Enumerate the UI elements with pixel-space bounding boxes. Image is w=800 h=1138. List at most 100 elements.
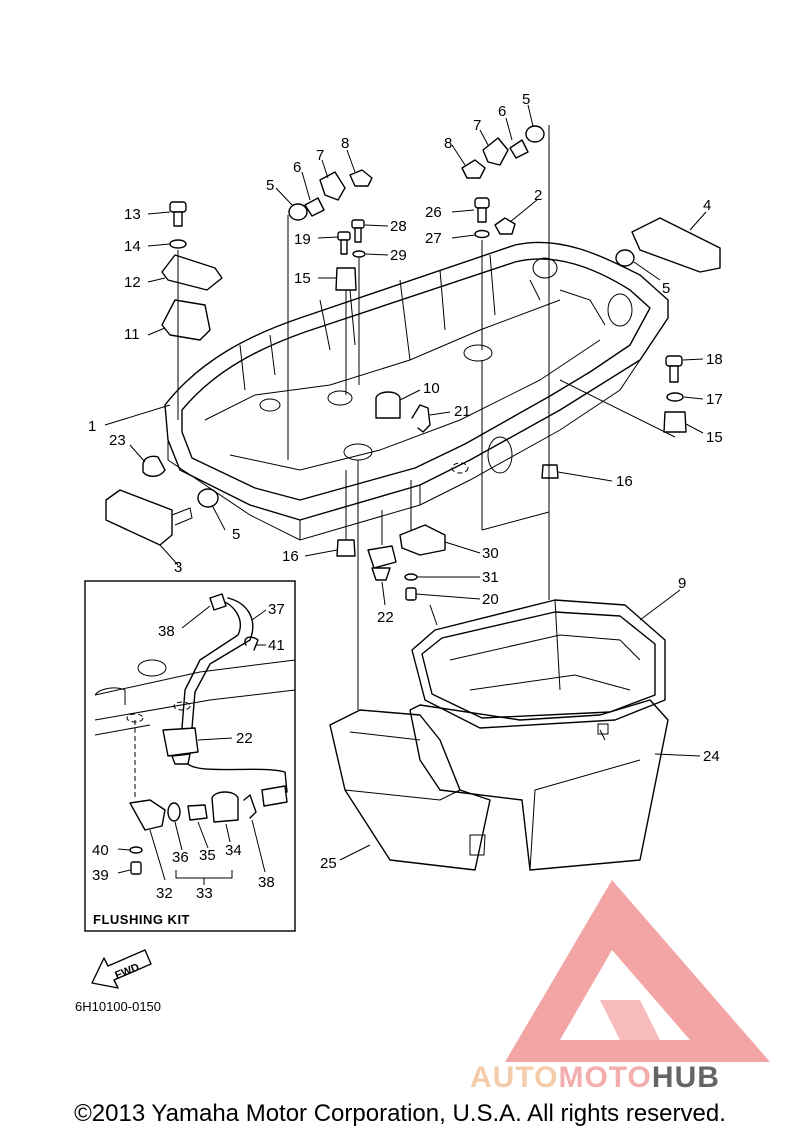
part-bracket-7a xyxy=(319,171,346,201)
part-washer-31 xyxy=(404,573,418,581)
callout-33: 33 xyxy=(196,885,213,902)
callout-17: 17 xyxy=(706,391,723,408)
part-bolt-8b xyxy=(461,159,486,179)
copyright-notice: ©2013 Yamaha Motor Corporation, U.S.A. A… xyxy=(74,1100,726,1127)
callout-6-right: 6 xyxy=(498,103,506,120)
part-grommet-22b xyxy=(162,727,199,757)
callout-8-right: 8 xyxy=(444,135,452,152)
watermark-moto: MOTO xyxy=(558,1061,651,1094)
callout-10: 10 xyxy=(423,380,440,397)
part-bracket-30 xyxy=(399,524,446,556)
callout-16-left: 16 xyxy=(282,548,299,565)
callout-7-right: 7 xyxy=(473,117,481,134)
part-washer-17 xyxy=(666,392,684,402)
callout-39: 39 xyxy=(92,867,109,884)
inset-title: FLUSHING KIT xyxy=(93,912,190,927)
part-grommet-5d xyxy=(615,249,635,267)
part-bolt-13 xyxy=(169,201,187,227)
callout-12: 12 xyxy=(124,274,141,291)
callout-1: 1 xyxy=(88,418,96,435)
callout-labels: 1 2 3 4 5 5 5 5 6 6 7 7 8 8 9 10 11 12 1… xyxy=(88,91,723,902)
callout-21: 21 xyxy=(454,403,471,420)
part-plug-23 xyxy=(142,455,166,477)
callout-5-right-top: 5 xyxy=(522,91,530,108)
part-washer-14 xyxy=(169,239,187,249)
flushing-kit-inset xyxy=(84,580,296,932)
part-lever-4 xyxy=(631,217,721,273)
part-grommet-5b xyxy=(288,203,308,221)
callout-34: 34 xyxy=(225,842,242,859)
callout-11: 11 xyxy=(124,326,140,343)
callout-15-right: 15 xyxy=(706,429,723,446)
part-bolt-18 xyxy=(665,355,683,367)
callout-8-left: 8 xyxy=(341,135,349,152)
part-bolt-26 xyxy=(474,197,490,209)
callout-2: 2 xyxy=(534,187,542,204)
part-pin-16b xyxy=(336,539,356,557)
part-bolt-28 xyxy=(351,219,365,229)
part-bolt-8a xyxy=(349,169,373,187)
callout-40: 40 xyxy=(92,842,109,859)
callout-23: 23 xyxy=(109,432,126,449)
part-cover-25 xyxy=(329,709,491,871)
callout-13: 13 xyxy=(124,206,141,223)
callout-14: 14 xyxy=(124,238,141,255)
watermark-hub: HUB xyxy=(652,1061,720,1094)
callout-28: 28 xyxy=(390,218,407,235)
callout-7-left: 7 xyxy=(316,147,324,164)
part-lever-3 xyxy=(105,489,173,546)
part-grommet-10 xyxy=(375,391,401,419)
callout-5-left-top: 5 xyxy=(266,177,274,194)
watermark-logo: AUTOMOTOHUB xyxy=(470,880,770,1094)
part-cover-24 xyxy=(409,699,669,871)
part-clip-6b xyxy=(509,139,529,159)
callout-35: 35 xyxy=(199,847,216,864)
watermark-triangle xyxy=(505,880,770,1062)
part-screw-20 xyxy=(405,587,417,601)
leader-lines xyxy=(104,104,707,861)
callout-38-bottom: 38 xyxy=(258,874,275,891)
svg-text:AUTOMOTOHUB: AUTOMOTOHUB xyxy=(470,1061,720,1094)
part-grommet-5c xyxy=(525,125,545,143)
part-grommet-15a xyxy=(335,267,357,291)
assembly-lines xyxy=(177,125,676,710)
callout-5-right: 5 xyxy=(662,280,670,297)
callout-3: 3 xyxy=(174,559,182,576)
part-grommet-15b xyxy=(663,411,687,433)
callout-30: 30 xyxy=(482,545,499,562)
part-bracket-7b xyxy=(482,137,509,166)
callout-6-left: 6 xyxy=(293,159,301,176)
callout-26: 26 xyxy=(425,204,442,221)
part-pin-16a xyxy=(541,464,559,479)
part-plate-12 xyxy=(161,254,223,291)
part-grommet-22a xyxy=(367,545,397,569)
callout-4: 4 xyxy=(703,197,711,214)
callout-31: 31 xyxy=(482,569,499,586)
watermark-auto: AUTO xyxy=(470,1061,558,1094)
callout-37: 37 xyxy=(268,601,285,618)
callout-41: 41 xyxy=(268,637,285,654)
part-clip-6a xyxy=(304,197,325,217)
callout-32: 32 xyxy=(156,885,173,902)
part-washer-27 xyxy=(474,229,490,239)
forward-direction-arrow: FWD xyxy=(91,949,152,989)
callout-9: 9 xyxy=(678,575,686,592)
callout-16-right: 16 xyxy=(616,473,633,490)
diagram-code: 6H10100-0150 xyxy=(75,999,161,1014)
callout-27: 27 xyxy=(425,230,442,247)
part-bolt-19 xyxy=(337,231,351,241)
callout-36: 36 xyxy=(172,849,189,866)
part-grommet-11 xyxy=(161,299,211,341)
callout-19: 19 xyxy=(294,231,311,248)
callout-24: 24 xyxy=(703,748,720,765)
callout-20: 20 xyxy=(482,591,499,608)
callout-22-main: 22 xyxy=(377,609,394,626)
bottom-cowling xyxy=(164,241,669,541)
callout-15-top: 15 xyxy=(294,270,311,287)
callout-29: 29 xyxy=(390,247,407,264)
part-grommet-5a xyxy=(197,488,219,508)
callout-38-top: 38 xyxy=(158,623,175,640)
callout-5-bottom: 5 xyxy=(232,526,240,543)
callout-22-inset: 22 xyxy=(236,730,253,747)
